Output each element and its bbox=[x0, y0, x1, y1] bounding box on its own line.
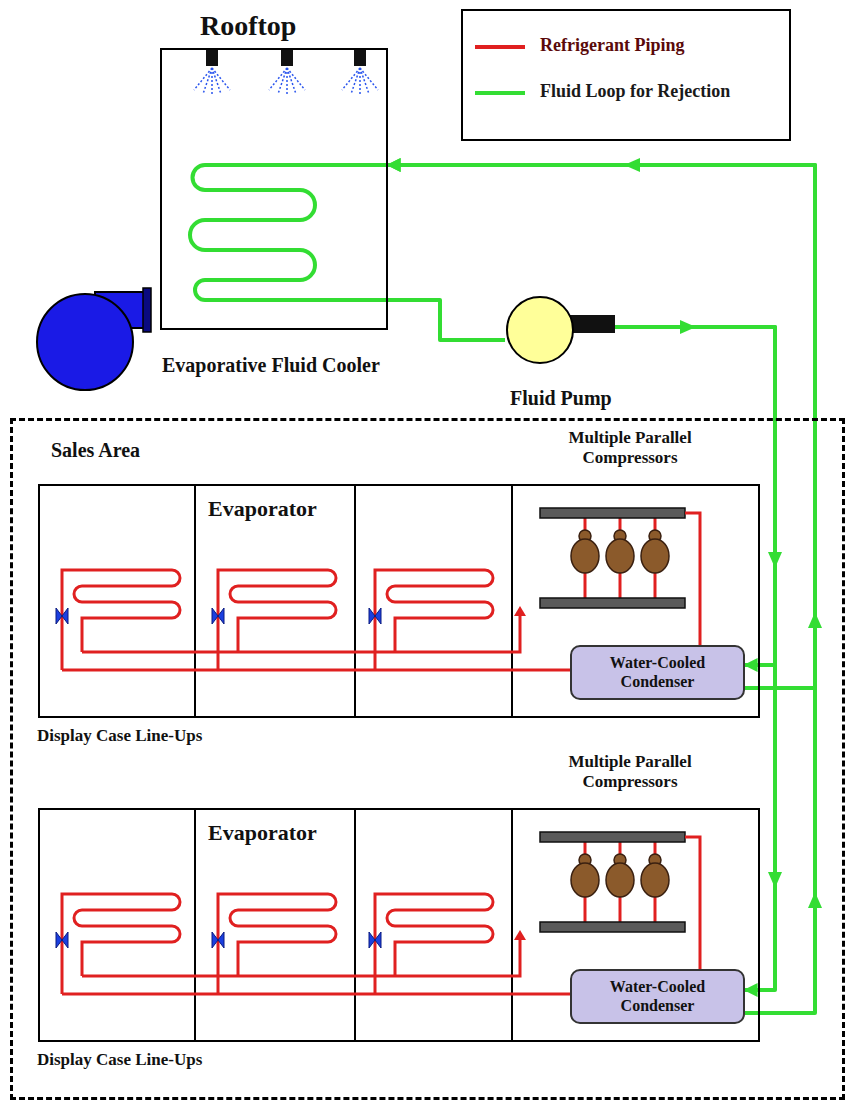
fluid-cooler-box: Evaporative Fluid Cooler bbox=[160, 48, 388, 330]
sales-area-region: Water-Cooled CondenserDisplay Case Line-… bbox=[10, 418, 845, 1100]
pump-outline bbox=[505, 295, 615, 365]
condenser-box: Water-Cooled Condenser bbox=[570, 645, 745, 700]
pump-symbol: Fluid Pump bbox=[505, 295, 615, 365]
compressor-label: Multiple Parallel Compressors bbox=[535, 752, 725, 791]
display-case-lineup: Water-Cooled CondenserDisplay Case Line-… bbox=[38, 484, 760, 718]
node-text: Sales Area bbox=[51, 439, 140, 462]
display-case-lineup: Water-Cooled CondenserDisplay Case Line-… bbox=[38, 808, 760, 1042]
fluid-loop-pipe bbox=[615, 327, 775, 665]
node-text: Fluid Pump bbox=[510, 387, 612, 410]
node-text: Display Case Line-Ups bbox=[37, 726, 202, 746]
cooler-coil bbox=[190, 165, 388, 300]
fluid-loop-pipe bbox=[388, 165, 815, 1013]
legend-text: Refrigerant Piping bbox=[540, 35, 684, 56]
compressor-label: Multiple Parallel Compressors bbox=[535, 428, 725, 467]
node-text: Evaporative Fluid Cooler bbox=[162, 354, 380, 377]
rooftop-label: Rooftop bbox=[200, 10, 340, 42]
spray-nozzles bbox=[194, 48, 378, 96]
pump-body bbox=[507, 297, 573, 363]
legend-sample-green bbox=[475, 91, 525, 95]
node-text: Water-Cooled Condenser bbox=[580, 654, 735, 691]
blower-fan bbox=[37, 288, 151, 390]
legend-text: Fluid Loop for Rejection bbox=[540, 81, 730, 102]
fluid-loop-pipe bbox=[388, 300, 505, 340]
legend-sample-red bbox=[475, 45, 525, 49]
evaporator-label: Evaporator bbox=[208, 496, 348, 521]
legend-box bbox=[462, 10, 790, 140]
flow-arrows bbox=[624, 158, 822, 908]
fluid-loop-pipe bbox=[388, 165, 815, 688]
node-text: Water-Cooled Condenser bbox=[580, 978, 735, 1015]
node-text: Display Case Line-Ups bbox=[37, 1050, 202, 1070]
evaporator-label: Evaporator bbox=[208, 820, 348, 845]
condenser-box: Water-Cooled Condenser bbox=[570, 969, 745, 1024]
